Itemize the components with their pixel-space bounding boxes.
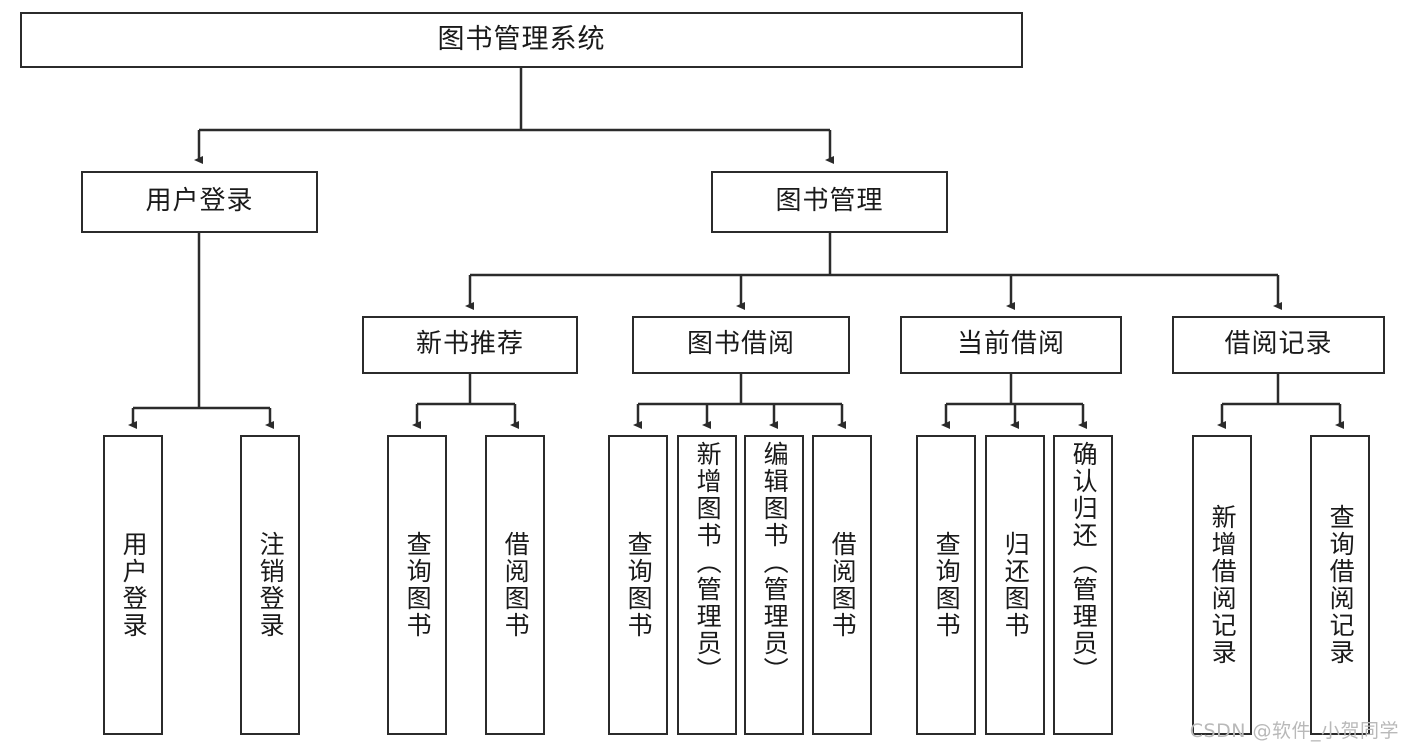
node-root[interactable]: 图书管理系统 xyxy=(20,12,1023,68)
node-new-book-recommend[interactable]: 新书推荐 xyxy=(362,316,578,374)
leaf-return-book[interactable]: 归还图书 xyxy=(985,435,1045,735)
leaf-query-book-borrow[interactable]: 查询图书 xyxy=(608,435,668,735)
leaf-query-book-recommend[interactable]: 查询图书 xyxy=(387,435,447,735)
csdn-watermark: CSDN @软件_小贺同学 xyxy=(1189,720,1399,742)
leaf-confirm-return-admin[interactable]: 确认归还（管理员） xyxy=(1053,435,1113,735)
leaf-edit-book-admin[interactable]: 编辑图书（管理员） xyxy=(744,435,804,735)
node-borrow-records[interactable]: 借阅记录 xyxy=(1172,316,1385,374)
leaf-add-borrow-record[interactable]: 新增借阅记录 xyxy=(1192,435,1252,735)
leaf-logout-login[interactable]: 注销登录 xyxy=(240,435,300,735)
node-user-login[interactable]: 用户登录 xyxy=(81,171,318,233)
leaf-query-borrow-record[interactable]: 查询借阅记录 xyxy=(1310,435,1370,735)
leaf-user-login[interactable]: 用户登录 xyxy=(103,435,163,735)
leaf-borrow-book[interactable]: 借阅图书 xyxy=(812,435,872,735)
leaf-borrow-book-recommend[interactable]: 借阅图书 xyxy=(485,435,545,735)
node-current-borrow[interactable]: 当前借阅 xyxy=(900,316,1122,374)
node-book-management[interactable]: 图书管理 xyxy=(711,171,948,233)
leaf-add-book-admin[interactable]: 新增图书（管理员） xyxy=(677,435,737,735)
node-book-borrow[interactable]: 图书借阅 xyxy=(632,316,850,374)
leaf-query-book-current[interactable]: 查询图书 xyxy=(916,435,976,735)
